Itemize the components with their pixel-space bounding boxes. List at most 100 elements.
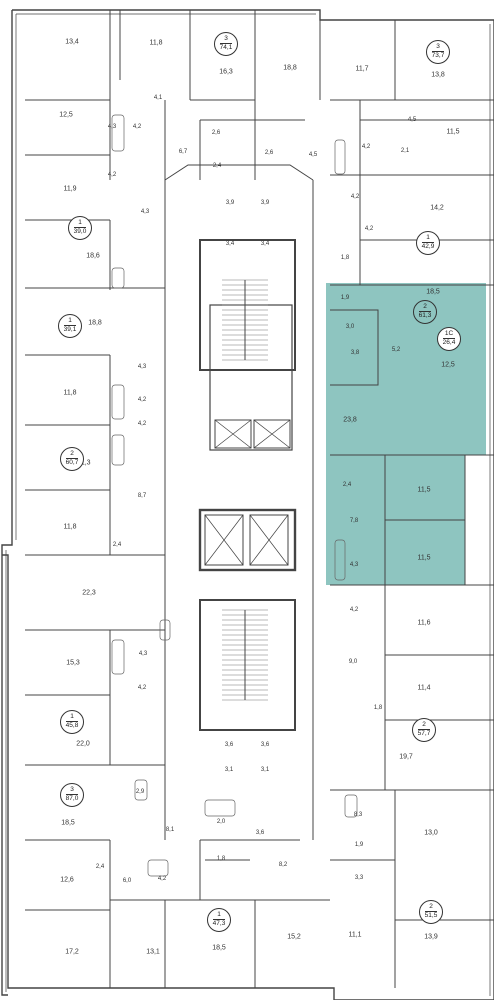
room-area-label: 4,3 <box>140 209 150 215</box>
apartment-rooms: 1 <box>426 234 430 242</box>
apartment-rooms: 3 <box>436 43 440 51</box>
room-area-label: 4,2 <box>361 144 371 150</box>
room-area-label: 12,5 <box>59 111 73 119</box>
room-area-label: 11,1 <box>348 931 362 939</box>
room-area-label: 16,3 <box>219 68 233 76</box>
room-area-label: 4,2 <box>350 194 360 200</box>
room-area-label: 4,1 <box>153 95 163 101</box>
room-area-label: 1,9 <box>354 842 364 848</box>
apartment-rooms: 3 <box>224 35 228 43</box>
apartment-total-area: 45,8 <box>65 721 79 729</box>
apartment-total-area: 57,7 <box>417 729 431 737</box>
room-area-label: 2,4 <box>342 482 352 488</box>
room-area-label: 23,8 <box>343 416 357 424</box>
room-area-label: 11,8 <box>63 523 77 531</box>
bathtub-icon <box>111 384 125 420</box>
room-area-label: 7,8 <box>349 518 359 524</box>
room-area-label: 3,4 <box>260 241 270 247</box>
room-area-label: 4,2 <box>157 876 167 882</box>
room-area-label: 11,7 <box>355 65 369 73</box>
room-area-label: 13,9 <box>424 933 438 941</box>
room-area-label: 13,0 <box>424 829 438 837</box>
room-area-label: 4,5 <box>407 117 417 123</box>
room-area-label: 4,5 <box>308 152 318 158</box>
apartment-rooms: 2 <box>429 903 433 911</box>
room-area-label: 4,3 <box>349 562 359 568</box>
apartment-total-area: 87,0 <box>65 794 79 802</box>
room-area-label: 3,6 <box>260 742 270 748</box>
room-area-label: 13,1 <box>146 948 160 956</box>
room-area-label: 6,0 <box>122 878 132 884</box>
room-area-label: 1,8 <box>373 705 383 711</box>
room-area-label: 19,7 <box>399 753 413 761</box>
room-area-label: 3,9 <box>260 200 270 206</box>
room-area-label: 4,2 <box>132 124 142 130</box>
room-area-label: 3,4 <box>225 241 235 247</box>
room-area-label: 4,2 <box>349 607 359 613</box>
room-area-label: 4,2 <box>137 421 147 427</box>
room-area-label: 1,9 <box>340 295 350 301</box>
apartment-rooms: 1 <box>68 317 72 325</box>
bathtub-icon <box>134 779 148 801</box>
room-area-label: 8,7 <box>137 493 147 499</box>
apartment-total-area: 39,1 <box>63 325 77 333</box>
room-area-label: 11,5 <box>417 486 431 494</box>
room-area-label: 3,3 <box>354 875 364 881</box>
bathtub-icon <box>147 859 169 877</box>
apartment-rooms: 1С <box>444 330 454 338</box>
room-area-label: 2,4 <box>95 864 105 870</box>
room-area-label: 4,3 <box>137 364 147 370</box>
room-area-label: 11,8 <box>149 39 163 47</box>
room-area-label: 1,8 <box>216 856 226 862</box>
room-area-label: 8,3 <box>353 812 363 818</box>
bathtub-icon <box>111 639 125 675</box>
bathtub-icon <box>334 139 346 175</box>
room-area-label: 18,5 <box>426 288 440 296</box>
room-area-label: 18,8 <box>283 64 297 72</box>
apartment-total-area: 51,5 <box>424 911 438 919</box>
bathtub-icon <box>159 619 171 641</box>
room-area-label: 2,9 <box>135 789 145 795</box>
room-area-label: 18,5 <box>61 819 75 827</box>
apartment-total-area: 60,7 <box>65 458 79 466</box>
room-area-label: 11,4 <box>417 684 431 692</box>
apartment-total-area: 42,9 <box>421 242 435 250</box>
room-area-label: 18,8 <box>88 319 102 327</box>
apartment-rooms: 1 <box>70 713 74 721</box>
apartment-total-area: 61,3 <box>418 311 432 319</box>
room-area-label: 18,5 <box>212 944 226 952</box>
apartment-total-area: 39,0 <box>73 227 87 235</box>
apartment-total-area: 73,7 <box>431 51 445 59</box>
room-area-label: 22,0 <box>76 740 90 748</box>
room-area-label: 8,1 <box>165 827 175 833</box>
room-area-label: 2,0 <box>216 819 226 825</box>
room-area-label: 4,3 <box>107 124 117 130</box>
room-area-label: 4,3 <box>138 651 148 657</box>
room-area-label: 3,0 <box>345 324 355 330</box>
room-area-label: 9,0 <box>348 659 358 665</box>
room-area-label: 3,8 <box>350 350 360 356</box>
room-area-label: 2,1 <box>400 148 410 154</box>
room-area-label: 15,3 <box>66 659 80 667</box>
room-area-label: 17,2 <box>65 948 79 956</box>
room-area-label: 2,4 <box>112 542 122 548</box>
room-area-label: 8,2 <box>278 862 288 868</box>
bathtub-icon <box>111 114 125 152</box>
room-area-label: 15,2 <box>287 933 301 941</box>
room-area-label: 3,9 <box>225 200 235 206</box>
apartment-rooms: 1 <box>217 911 221 919</box>
